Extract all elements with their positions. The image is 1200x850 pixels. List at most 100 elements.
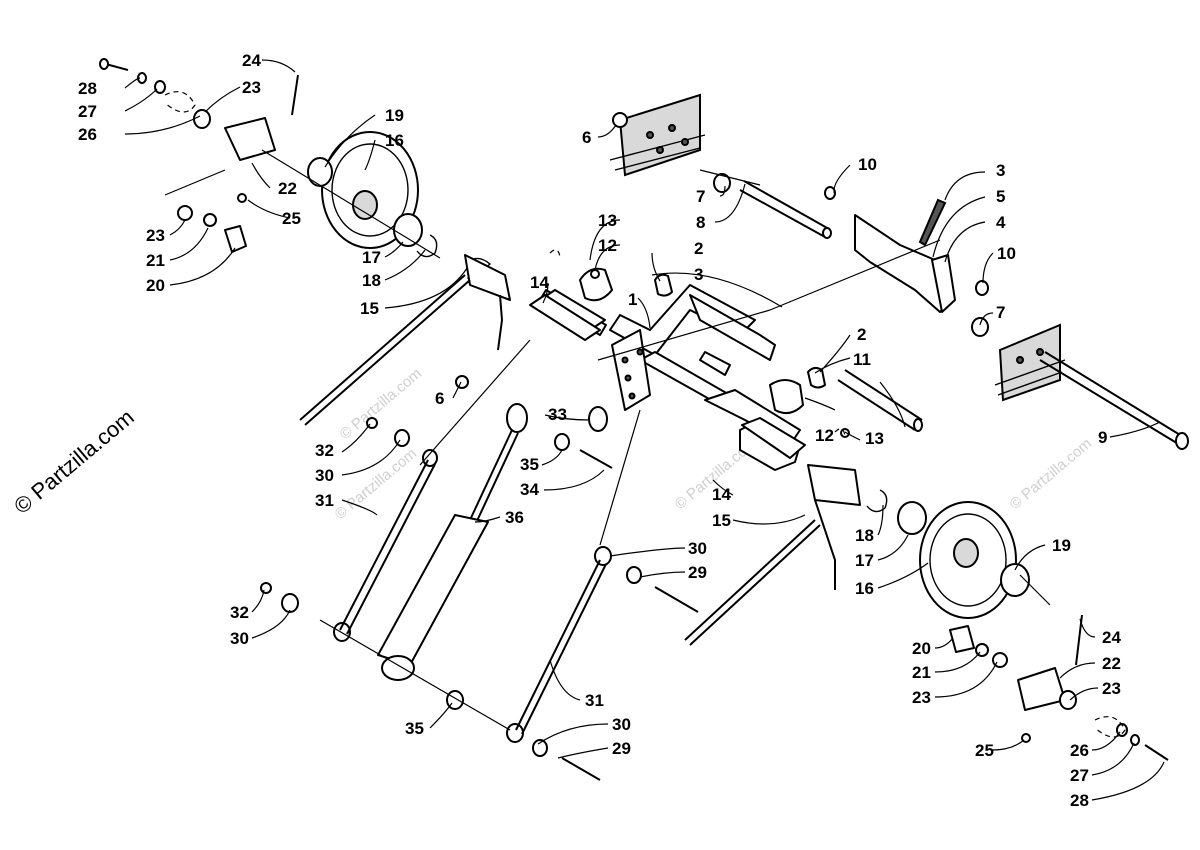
callout-16: 16 — [385, 131, 404, 150]
callout-30: 30 — [230, 629, 249, 648]
idler-wheel-upper — [321, 131, 419, 249]
callout-4: 4 — [996, 213, 1006, 232]
callout-34: 34 — [520, 480, 539, 499]
callout-35: 35 — [405, 719, 424, 738]
callout-7: 7 — [996, 303, 1005, 322]
watermark-faint: © Partzilla.com — [332, 445, 420, 523]
callout-29: 29 — [688, 563, 707, 582]
callout-21: 21 — [146, 251, 165, 270]
callout-23: 23 — [146, 226, 165, 245]
bushing-lower — [769, 379, 804, 415]
callout-23: 23 — [912, 688, 931, 707]
callout-31: 31 — [315, 491, 334, 510]
adjuster-bolt-upper — [291, 74, 299, 116]
callout-12: 12 — [815, 426, 834, 445]
sleeve-right — [807, 366, 826, 389]
spacer-lower — [741, 417, 806, 459]
callout-29: 29 — [612, 739, 631, 758]
callout-33: 33 — [548, 405, 567, 424]
watermark-partzilla: © Partzilla.com — [9, 404, 139, 518]
callout-30: 30 — [612, 715, 631, 734]
callout-9: 9 — [1098, 428, 1107, 447]
control-link-upper — [339, 459, 436, 635]
callout-32: 32 — [230, 603, 249, 622]
callout-21: 21 — [912, 663, 931, 682]
callout-24: 24 — [1102, 628, 1121, 647]
callout-10: 10 — [858, 155, 877, 174]
mount-bracket — [854, 198, 956, 313]
callout-14: 14 — [712, 485, 731, 504]
watermark-faint: © Partzilla.com — [1007, 435, 1095, 513]
callout-5: 5 — [996, 187, 1005, 206]
bushing-upper — [579, 267, 613, 302]
callout-10: 10 — [997, 244, 1016, 263]
callout-14: 14 — [530, 273, 549, 292]
callout-28: 28 — [78, 79, 97, 98]
callout-31: 31 — [585, 691, 604, 710]
callout-32: 32 — [315, 441, 334, 460]
control-link-lower — [515, 559, 607, 735]
callout-25: 25 — [975, 741, 994, 760]
assembly-guide-lines — [164, 91, 1126, 738]
callout-1: 1 — [628, 290, 637, 309]
torsion-spring-lower — [684, 464, 861, 646]
callout-30: 30 — [688, 539, 707, 558]
callout-20: 20 — [146, 276, 165, 295]
bearing-upper — [393, 213, 423, 247]
axle-head — [1175, 432, 1189, 450]
pivot-shaft — [837, 369, 923, 432]
spacer-19-lower — [1000, 563, 1030, 597]
callout-18: 18 — [362, 271, 381, 290]
callout-26: 26 — [78, 125, 97, 144]
callout-2: 2 — [694, 239, 703, 258]
axle-block-lower — [1017, 667, 1066, 711]
tunnel-section-top — [609, 93, 706, 177]
callout-19: 19 — [1052, 536, 1071, 555]
callout-13: 13 — [598, 211, 617, 230]
spacer-upper — [529, 294, 601, 341]
callout-36: 36 — [505, 508, 524, 527]
callout-labels: 1 2 2 3 3 4 5 6 6 7 7 8 9 10 10 11 12 12… — [78, 51, 1121, 810]
shock-absorber — [377, 403, 528, 681]
callout-24: 24 — [242, 51, 261, 70]
callout-6: 6 — [582, 128, 591, 147]
callout-3: 3 — [996, 161, 1005, 180]
callout-18: 18 — [855, 526, 874, 545]
callout-27: 27 — [1070, 766, 1089, 785]
callout-15: 15 — [712, 511, 731, 530]
callout-28: 28 — [1070, 791, 1089, 810]
callout-12: 12 — [598, 236, 617, 255]
bearing-lower — [897, 501, 927, 535]
callout-11: 11 — [853, 350, 871, 369]
callout-6: 6 — [435, 389, 444, 408]
callout-35: 35 — [520, 455, 539, 474]
idler-wheel-lower — [919, 501, 1017, 619]
callout-26: 26 — [1070, 741, 1089, 760]
callout-17: 17 — [855, 551, 874, 570]
through-axle-rod — [1039, 359, 1181, 446]
callout-17: 17 — [362, 248, 381, 267]
callout-13: 13 — [865, 429, 884, 448]
callout-20: 20 — [912, 639, 931, 658]
tunnel-section-right — [994, 323, 1066, 402]
axle-block-upper — [224, 117, 276, 161]
callout-30: 30 — [315, 466, 334, 485]
snap-ring-lower — [866, 489, 888, 513]
callout-27: 27 — [78, 102, 97, 121]
torsion-spring-upper — [299, 254, 511, 426]
callout-15: 15 — [360, 299, 379, 318]
callout-8: 8 — [696, 213, 705, 232]
callout-2: 2 — [857, 325, 866, 344]
callout-25: 25 — [282, 209, 301, 228]
upper-shaft — [739, 180, 832, 239]
callout-23: 23 — [242, 78, 261, 97]
callout-23: 23 — [1102, 679, 1121, 698]
snap-ring-upper — [416, 234, 438, 258]
callout-3: 3 — [694, 265, 703, 284]
callout-7: 7 — [696, 187, 705, 206]
callout-16: 16 — [855, 579, 874, 598]
callout-22: 22 — [278, 179, 297, 198]
callout-22: 22 — [1102, 654, 1121, 673]
hardware — [99, 58, 1169, 781]
